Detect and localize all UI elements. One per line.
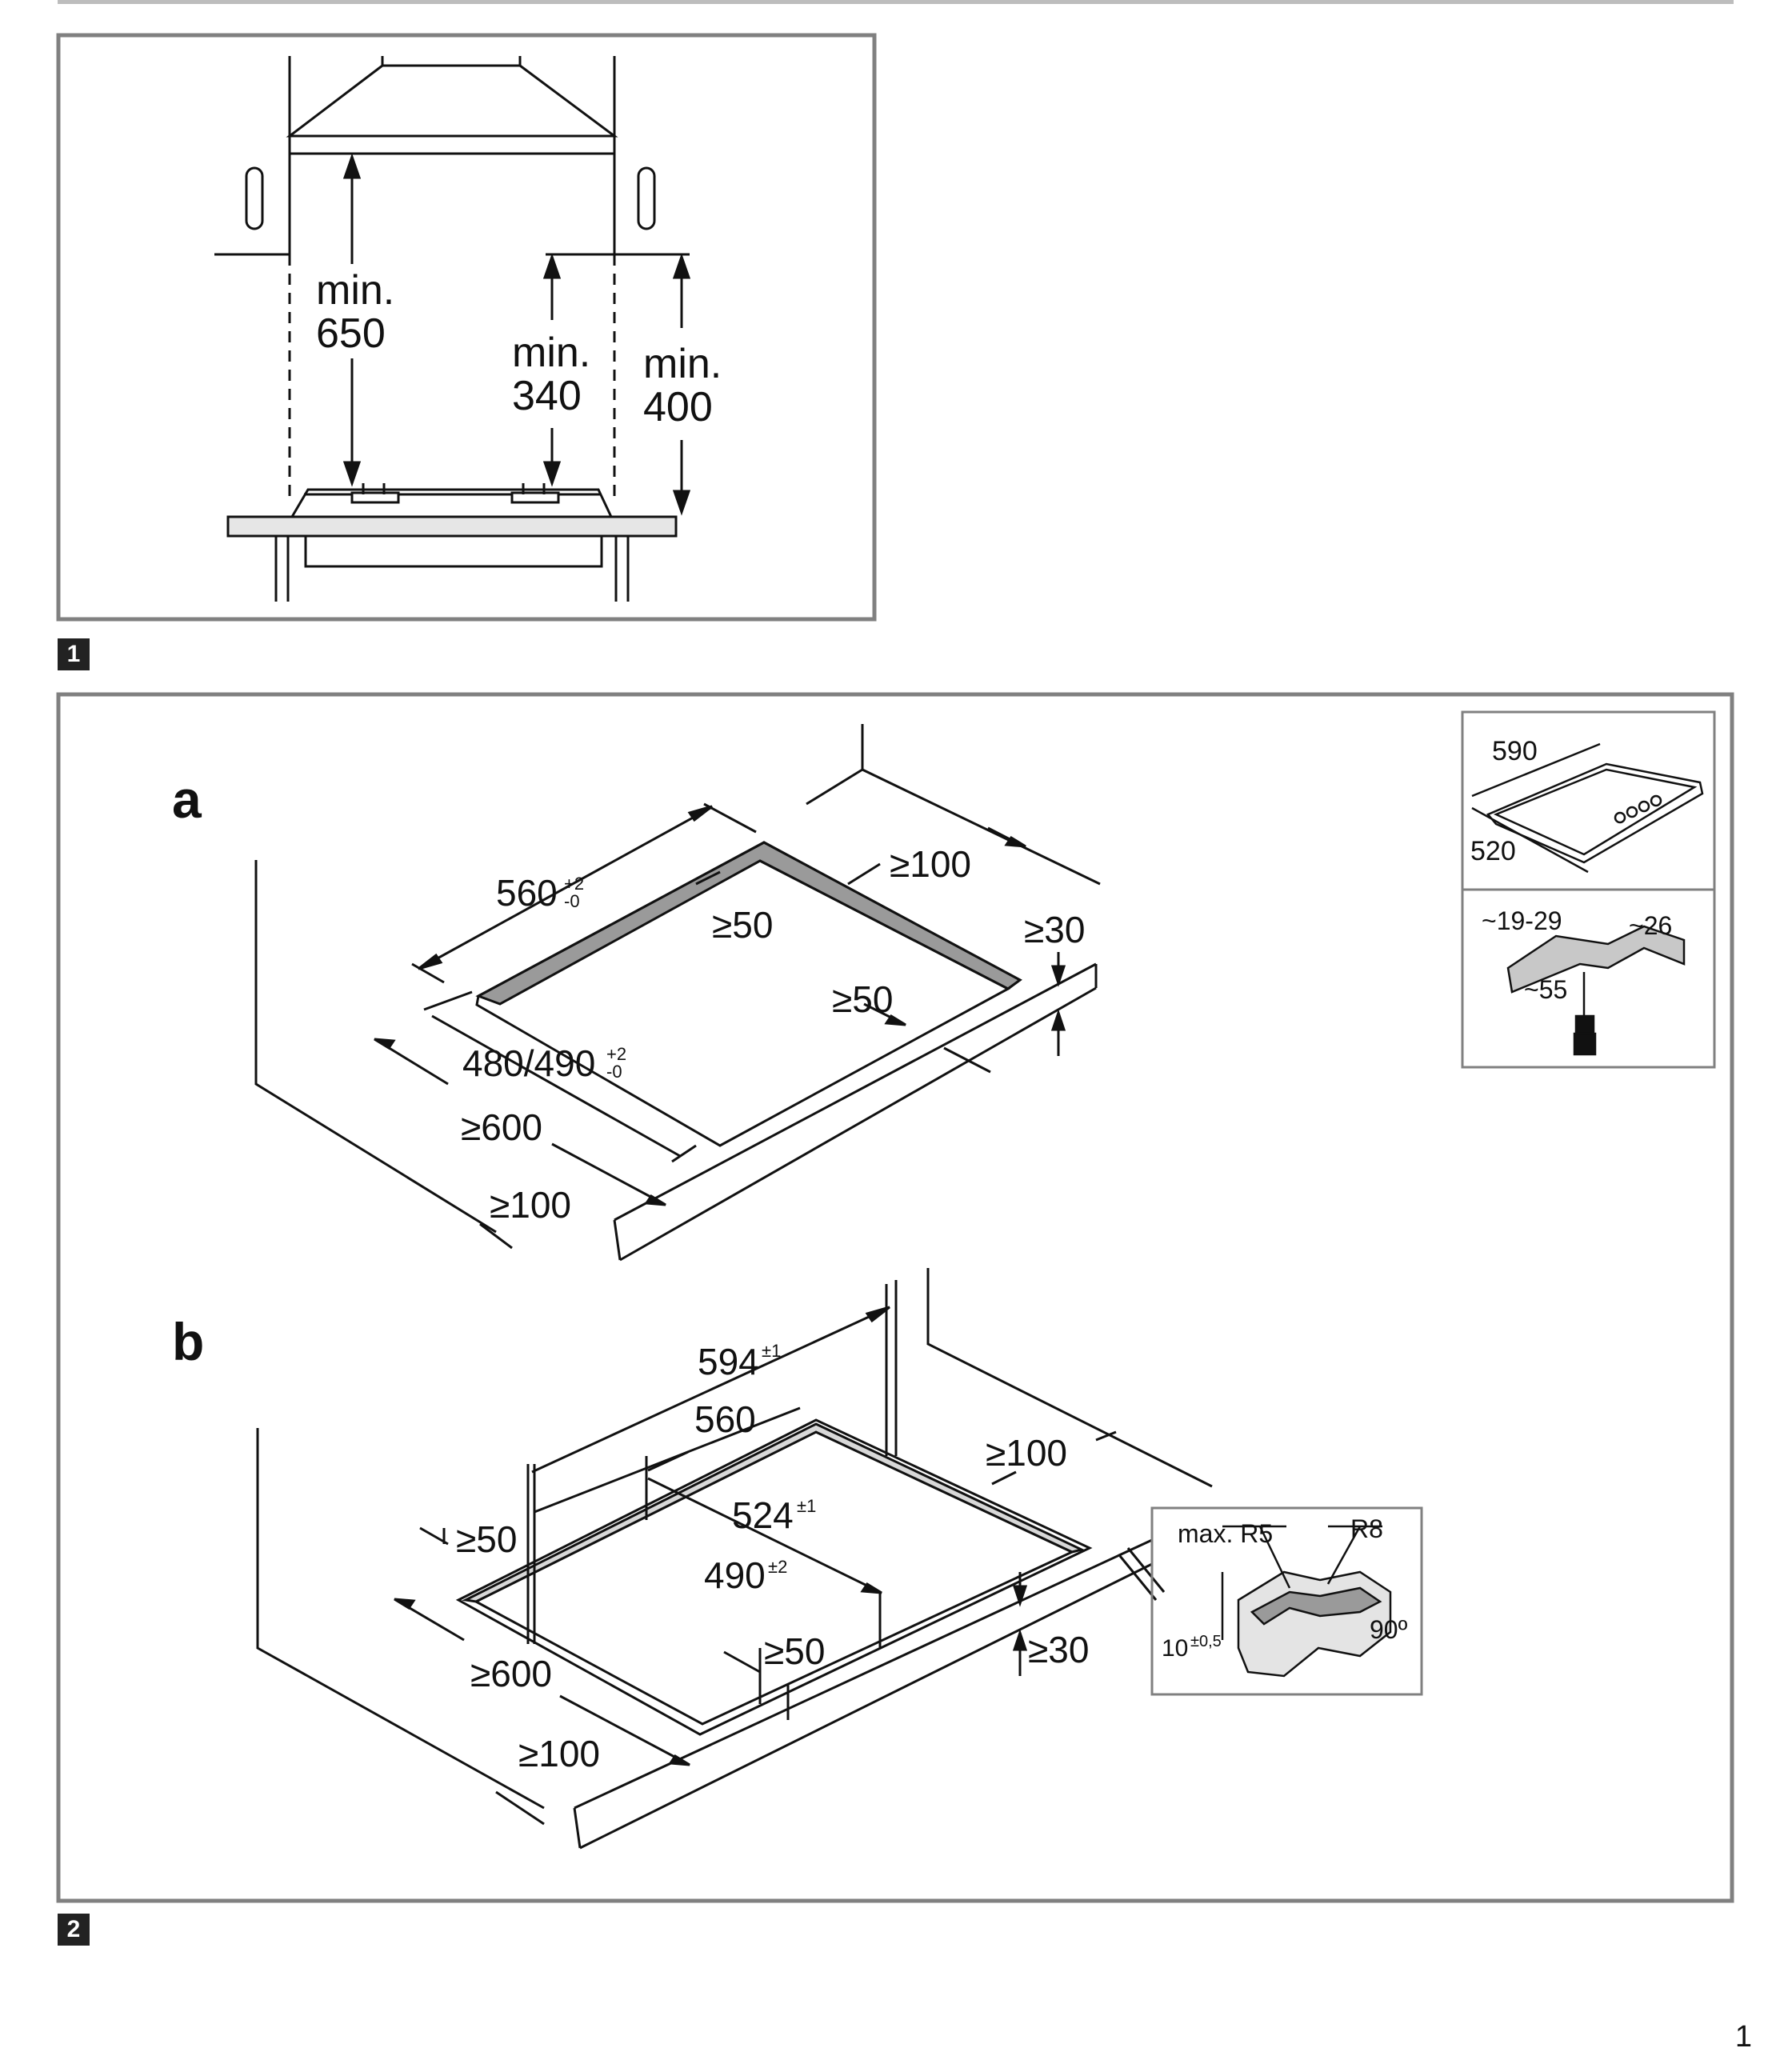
panel-b-inner-width-tol: ±1 [797,1496,816,1516]
inset-drill-profile [1506,925,1686,994]
panel-b-rebate [462,1422,1086,1603]
cabinet-handle-left [245,166,264,230]
panel-b-inner-depth-tol: ±2 [768,1557,787,1577]
panel-a-wall-left [254,860,497,1234]
inset-detail-max-radius: max. R5 [1178,1519,1273,1548]
arrow-340 [542,253,562,487]
page-number: 1 [1734,2020,1752,2054]
panel-a-front-width: ≥600 [461,1106,542,1148]
panel-a-cutout-outline [475,841,1022,1147]
panel-a-cutout-drawing [254,724,1101,1262]
inset-hob-depth: 520 [1470,836,1516,866]
panel-a-cutout-width-tol-bottom: -0 [564,891,580,911]
panel-a-worktop-edge [614,962,1097,1262]
hood-underside [288,134,616,155]
panel-a-labels: a 560 +2 -0 ≥100 ≥50 ≥30 ≥50 480/490 +2 … [172,770,1085,1226]
panel-a-cutout-depth: 480/490 [462,1042,595,1084]
label-650-word: min. [316,267,394,314]
label-400-word: min. [643,341,722,387]
panel-b-outer-width: 594 [698,1341,759,1382]
panel-b-cutout-inner [473,1430,1075,1726]
panel-b-inner-width: 524 [732,1494,794,1536]
label-400-value: 400 [643,384,713,430]
inset-corner-block [1237,1570,1392,1678]
panel-b-worktop-edge [574,1538,1153,1850]
panel-a-front-clearance: ≥100 [490,1184,571,1226]
inset-detail-labels: max. R5 R8 10 ±0,5 90º [1162,1514,1408,1662]
inset-drill-bottom: ~55 [1524,975,1567,1004]
panel-b-front-margin: ≥50 [764,1630,825,1672]
arrow-650 [342,153,362,487]
figure-1-hood-clearance [56,33,877,622]
inset-hob-outline [1486,762,1704,864]
label-650-value: 650 [316,310,386,357]
inset-detail-frame [1150,1506,1423,1696]
hob-well [304,534,603,568]
inset-hob-width: 590 [1492,736,1538,766]
label-340-word: min. [512,330,590,376]
panel-b-left-margin: ≥50 [456,1518,517,1560]
panel-a-cutout-depth-tol-top: +2 [606,1044,626,1064]
extractor-hood [286,56,618,138]
cabinet-handle-right [637,166,656,230]
figure-2-frame [56,692,1734,1903]
panel-a-cutout-width: 560 [496,872,558,914]
burner-right [510,491,560,504]
burner-left [350,491,400,504]
inset-detail-depth-tol: ±0,5 [1190,1633,1222,1650]
panel-b-worktop-thickness: ≥30 [1028,1629,1089,1670]
panel-a-cutout-width-tol-top: +2 [564,874,584,894]
panel-a-inner-margin-2: ≥50 [832,978,893,1020]
top-rule [58,0,1734,4]
inset-drill-left: ~19-29 [1482,906,1562,935]
inset-corner-detail [1150,1506,1423,1696]
panel-b-cutout-width: 560 [694,1398,756,1440]
panel-b-wall-back [926,1268,1213,1488]
panel-b-front-width: ≥600 [470,1653,552,1694]
panel-a-worktop-thickness: ≥30 [1024,909,1085,950]
panel-b-cutout-drawing [256,1268,1213,1850]
wall-left [214,56,291,256]
figure-2-badge: 2 [58,1914,90,1946]
unit-leg-right [614,536,630,602]
unit-leg-left [274,536,290,602]
figure-1-labels: min. 650 min. 340 min. 400 [316,267,722,430]
panel-b-letter: b [172,1312,204,1371]
inset-middle-frame [1461,888,1716,1069]
panel-a-cutout-depth-tol-bottom: -0 [606,1062,622,1082]
panel-b-wall-left [256,1428,545,1810]
inset-top-labels: 590 520 [1470,736,1538,866]
panel-a-back-clearance: ≥100 [890,843,971,885]
figure-1-frame [56,33,877,622]
inset-detail-radius: R8 [1350,1514,1383,1543]
panel-a-letter: a [172,770,202,829]
inset-drill-detail [1461,888,1716,1069]
worktop [226,515,678,538]
inset-middle-labels: ~19-29 ~26 ~55 [1482,906,1672,1004]
panel-b-outer-width-tol: ±1 [762,1341,781,1361]
inset-detail-depth: 10 [1162,1635,1188,1662]
inset-detail-angle: 90º [1370,1615,1408,1644]
panel-b-back-clearance: ≥100 [986,1432,1067,1474]
figure-1-badge: 1 [58,638,90,670]
wall-right [613,56,690,256]
arrow-400 [672,253,691,516]
drill-bit [1574,1014,1595,1035]
panel-b-labels: b 594 ±1 560 ≥100 524 ±1 ≥50 490 ±2 ≥50 … [172,1312,1089,1774]
panel-b-cutout-outer [455,1418,1093,1736]
inset-corner-rebate [1250,1586,1382,1626]
panel-a-inner-margin-1: ≥50 [712,904,773,946]
panel-b-inner-depth: 490 [704,1554,766,1596]
label-340-value: 340 [512,373,582,419]
hob-body [290,488,613,518]
panel-a-worktop-front [613,1219,622,1261]
inset-drill-right: ~26 [1629,911,1672,940]
panel-b-front-clearance: ≥100 [518,1733,600,1774]
